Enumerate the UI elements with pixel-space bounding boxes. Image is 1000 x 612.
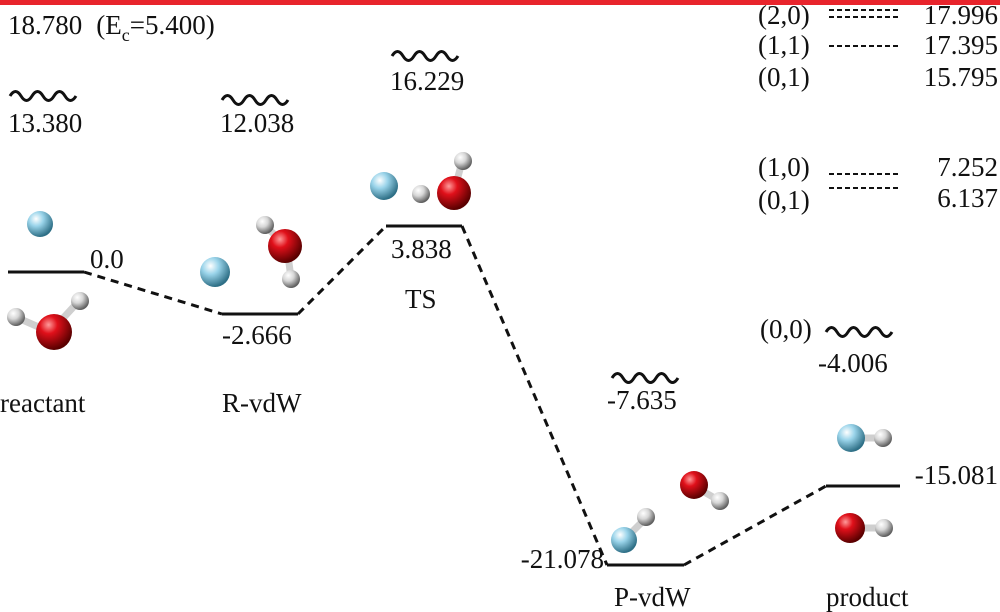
vib-state-label: (0,1) (758, 185, 810, 215)
vib-state-label: (0,0) (760, 314, 812, 344)
vib-energy-label: 6.137 (937, 183, 998, 213)
hydrogen-atom (71, 292, 89, 310)
path-reactant-to-rvdw (83, 270, 223, 316)
oxygen-atom (268, 229, 302, 263)
vib-state-label: (2,0) (758, 0, 810, 30)
hydrogen-atom (454, 152, 472, 170)
molecule-p-vdw (611, 471, 729, 553)
point-label-p-vdw: P-vdW (614, 582, 691, 612)
vib-energy-label: -4.006 (818, 348, 888, 378)
point-label-r-vdw: R-vdW (222, 388, 302, 418)
energy-label-p-vdw: -21.078 (521, 544, 604, 574)
header-energy: 18.780 (8, 10, 82, 40)
header-text: 18.780 (Ec=5.400) (8, 10, 215, 45)
vib-state-label: (1,1) (758, 30, 810, 60)
vib-energy-label: 15.795 (924, 62, 998, 92)
energy-label-product: -15.081 (915, 460, 998, 490)
wavy-level-product-00 (824, 326, 894, 338)
fluorine-atom (27, 211, 53, 237)
point-label-reactant: reactant (0, 388, 86, 418)
oxygen-atom (835, 513, 865, 543)
wavy-level-p-vdw (610, 372, 680, 384)
hydrogen-atom (256, 216, 274, 234)
hydrogen-atom (637, 508, 655, 526)
fluorine-atom (370, 172, 398, 200)
fluorine-atom (200, 257, 230, 287)
energy-label-ts: 3.838 (391, 234, 452, 264)
wavy-level-reactant (8, 90, 78, 102)
fluorine-atom (611, 527, 637, 553)
zpe-label-ts: 16.229 (390, 66, 464, 96)
point-label-ts: TS (405, 284, 437, 314)
vib-energy-label: 17.395 (924, 30, 998, 60)
header-ec-value: =5.400) (130, 10, 215, 40)
path-pvdw-to-product (683, 484, 827, 567)
path-rvdw-to-ts (296, 224, 388, 316)
header-ec-label: (E (96, 10, 121, 40)
hydrogen-atom (875, 519, 893, 537)
header-ec-sub: c (122, 25, 130, 45)
hydrogen-atom (7, 308, 25, 326)
oxygen-atom (36, 314, 72, 350)
vib-energy-label: 17.996 (924, 0, 998, 30)
hydrogen-atom (711, 492, 729, 510)
molecule-r-vdw (200, 216, 302, 288)
wavy-level-ts (390, 50, 460, 62)
molecule-product (835, 424, 893, 543)
wavy-level-r-vdw (220, 94, 290, 106)
hydrogen-atom (412, 185, 430, 203)
oxygen-atom (680, 471, 708, 499)
zpe-label-p-vdw: -7.635 (607, 385, 677, 415)
hydrogen-atom (282, 270, 300, 288)
vib-energy-label: 7.252 (937, 152, 998, 182)
hydrogen-atom (874, 429, 892, 447)
energy-label-reactant: 0.0 (90, 244, 124, 274)
molecule-ts (370, 152, 472, 210)
molecule-reactant (7, 211, 89, 350)
point-label-product: product (826, 582, 909, 612)
zpe-label-reactant: 13.380 (8, 108, 82, 138)
energy-label-r-vdw: -2.666 (222, 320, 292, 350)
vib-state-label: (1,0) (758, 152, 810, 182)
top-bar (0, 0, 1000, 5)
vib-state-label: (0,1) (758, 62, 810, 92)
path-ts-to-pvdw (460, 225, 609, 566)
oxygen-atom (437, 176, 471, 210)
fluorine-atom (837, 424, 865, 452)
zpe-label-r-vdw: 12.038 (220, 108, 294, 138)
